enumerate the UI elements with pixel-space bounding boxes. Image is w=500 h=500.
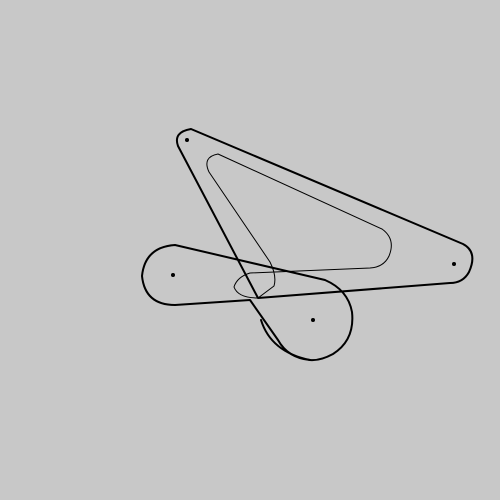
large-triangle-link [175, 128, 474, 299]
pin-top-left [185, 138, 189, 142]
pin-left [171, 273, 175, 277]
two-pin-link [141, 244, 354, 362]
pin-bottom [311, 318, 315, 322]
inner-triangle-slot [206, 153, 392, 299]
pin-right [452, 262, 456, 266]
arc-link [260, 319, 311, 361]
